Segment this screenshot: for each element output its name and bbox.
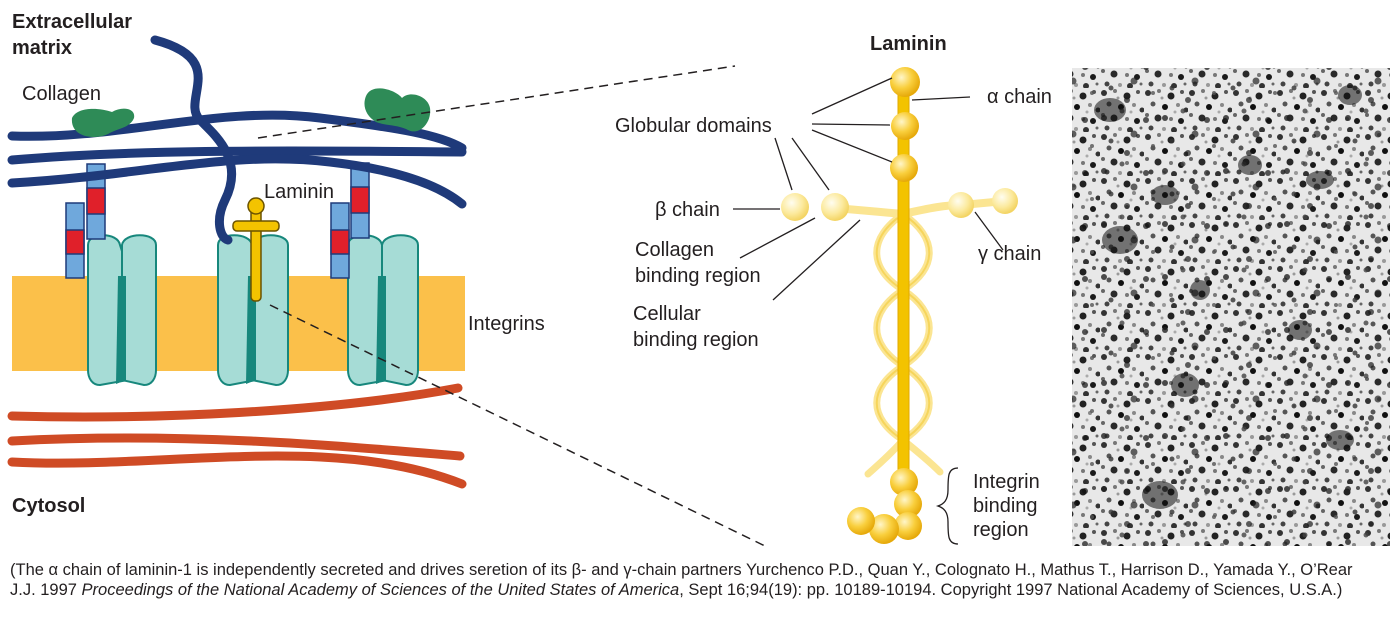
collagen-fibers [7,35,467,245]
laminin-diagram: Extracellular matrix Collagen Laminin In… [7,11,1390,547]
label-integrins: Integrins [468,313,545,335]
label-globular-domains: Globular domains [615,115,772,137]
label-integrin-binding-2: binding [973,495,1038,517]
label-extracellular: Extracellular [12,11,132,33]
label-collagen-binding-1: Collagen [635,239,714,261]
label-collagen-binding-2: binding region [635,265,761,287]
label-cytosol: Cytosol [12,495,85,517]
label-gamma-chain: γ chain [978,243,1041,265]
label-integrin-binding-3: region [973,519,1029,541]
figure-caption: (The α chain of laminin-1 is independent… [10,560,1380,600]
label-laminin-title: Laminin [870,33,947,55]
caption-journal: Proceedings of the National Academy of S… [81,581,680,599]
label-cellular-binding-1: Cellular [633,303,701,325]
label-integrin-binding-1: Integrin [973,471,1040,493]
caption-part1: (The α chain of laminin-1 is independent… [10,561,1353,599]
zoom-lines [257,65,766,547]
cytoskeleton-fibers [7,383,467,489]
integrin-3 [347,234,419,387]
caption-part2: , Sept 16;94(19): pp. 10189-10194. Copyr… [679,581,1343,599]
label-alpha-chain: α chain [987,86,1052,108]
collagen-cylinders [65,162,370,279]
collagen-blob-2 [364,88,431,132]
label-cellular-binding-2: binding region [633,329,759,351]
integrin-1 [87,234,157,387]
collagen-blob-1 [71,108,135,137]
label-beta-chain: β chain [655,199,720,221]
pointer-lines [733,77,1004,545]
electron-micrograph [1072,68,1390,546]
label-laminin-left: Laminin [264,181,334,203]
laminin-structure [781,67,1018,544]
laminin-cross [232,197,280,302]
label-matrix: matrix [12,37,72,59]
label-collagen: Collagen [22,83,101,105]
